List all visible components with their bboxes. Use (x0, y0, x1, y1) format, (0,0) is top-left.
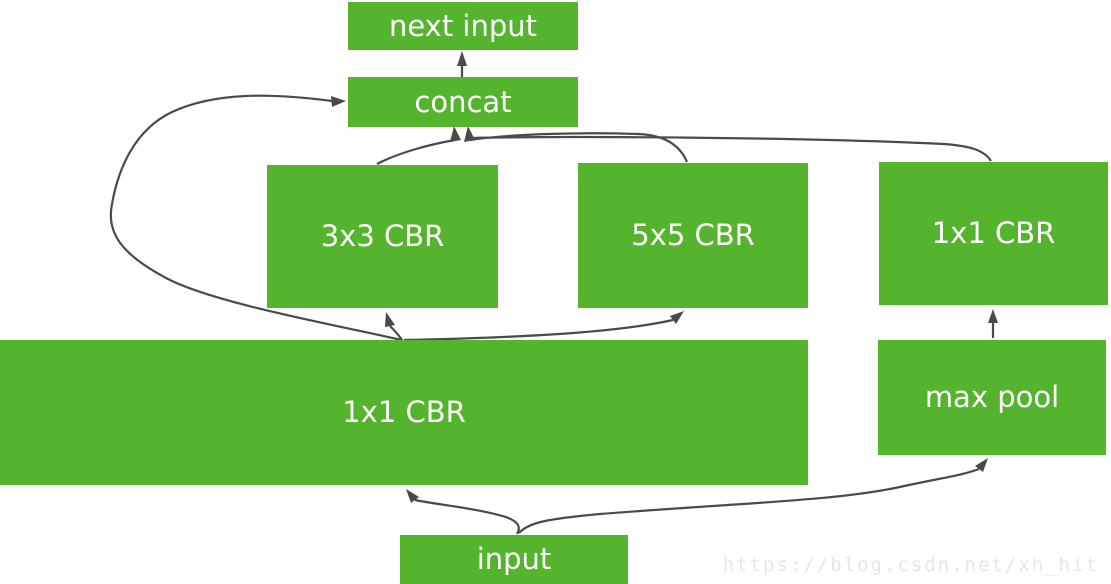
node-input: input (400, 535, 628, 584)
node-1x1-cbr-right-label: 1x1 CBR (931, 216, 1056, 250)
node-1x1-cbr-wide-label: 1x1 CBR (342, 395, 466, 429)
edge-input-to-1x1cbr-wide (414, 498, 520, 535)
arrowhead-5x5cbr (670, 311, 684, 324)
edge-3x3cbr-to-concat (376, 138, 456, 165)
arrowhead-maxpool (975, 458, 988, 472)
node-next-input: next input (348, 2, 578, 50)
node-1x1-cbr-right: 1x1 CBR (879, 162, 1108, 305)
node-next-input-label: next input (388, 8, 538, 43)
arrowhead-1x1cbr-wide (406, 489, 419, 503)
node-max-pool-label: max pool (924, 380, 1060, 414)
node-1x1-cbr-wide: 1x1 CBR (0, 340, 808, 485)
node-concat-label: concat (414, 84, 512, 119)
arrowhead-concat-left (450, 126, 461, 142)
arrowhead-concat-side (331, 96, 346, 107)
node-concat: concat (348, 77, 578, 127)
node-3x3-cbr: 3x3 CBR (267, 165, 498, 308)
arrowhead-3x3cbr (385, 312, 395, 327)
watermark-url: https://blog.csdn.net/xh_hit (722, 554, 1099, 576)
edge-1x1cbr-wide-to-3x3cbr (389, 325, 403, 341)
node-5x5-cbr-label: 5x5 CBR (631, 218, 755, 252)
arrowhead-concat-right (464, 126, 475, 142)
node-3x3-cbr-label: 3x3 CBR (320, 219, 445, 253)
edge-1x1cbr-right-to-concat (471, 135, 992, 162)
node-max-pool: max pool (878, 340, 1106, 455)
arrowhead-1x1cbr-right (988, 309, 998, 323)
node-input-label: input (476, 542, 552, 576)
edge-1x1cbr-wide-to-5x5cbr (403, 318, 674, 342)
arrowhead-next-input (457, 51, 467, 66)
edge-5x5cbr-to-concat (469, 132, 689, 163)
node-5x5-cbr: 5x5 CBR (578, 163, 808, 308)
